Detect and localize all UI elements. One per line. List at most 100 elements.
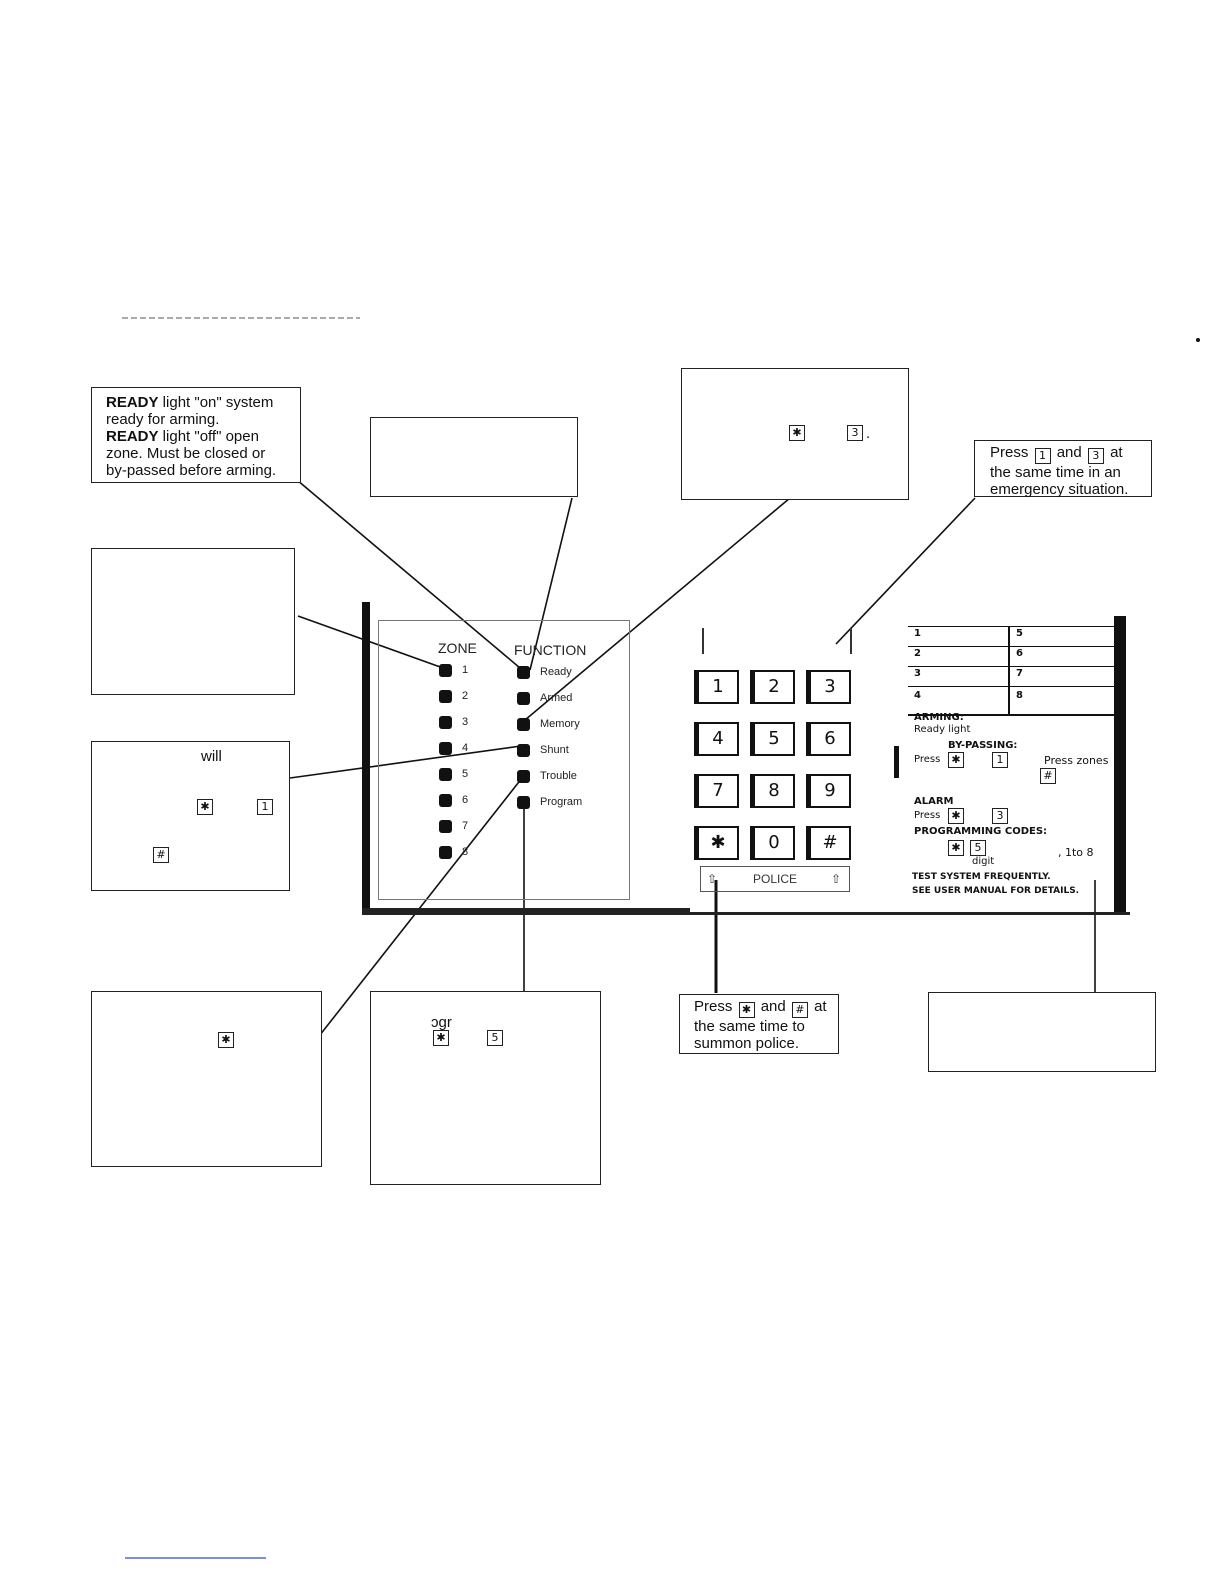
- card-grid-h3: [908, 666, 1114, 667]
- card-zone-5: 5: [1016, 628, 1023, 639]
- function-label-ready: Ready: [540, 666, 572, 678]
- zone-led-6: [439, 794, 452, 807]
- stray-dot: [1196, 338, 1200, 342]
- callout-armed: [370, 417, 578, 497]
- panel-left-edge: [362, 602, 370, 912]
- zone-led-3: [439, 716, 452, 729]
- card-star-key-2: ✱: [948, 808, 964, 824]
- emergency-one-key: 1: [1034, 448, 1051, 464]
- emergency-prefix: Press: [990, 444, 1029, 461]
- emergency-line-1: Press 1 and 3 at: [990, 444, 1151, 464]
- card-test: TEST SYSTEM FREQUENTLY.: [912, 872, 1051, 882]
- function-header: FUNCTION: [514, 642, 587, 658]
- callout-program: ɔgr ✱ 5: [370, 991, 601, 1185]
- card-star-key-1: ✱: [948, 752, 964, 768]
- panel-inner-frame: [378, 620, 630, 900]
- key-8[interactable]: 8: [750, 774, 795, 808]
- callout-shunt: will ✱ 1 #: [91, 741, 290, 891]
- zone-label-6: 6: [462, 794, 469, 806]
- program-star-key: ✱: [433, 1030, 449, 1046]
- zone-label-7: 7: [462, 820, 469, 832]
- function-label-memory: Memory: [540, 718, 580, 730]
- function-led-trouble: [517, 770, 530, 783]
- police-label: POLICE: [752, 872, 797, 886]
- card-grid-h1: [908, 626, 1114, 627]
- card-zone-4: 4: [914, 690, 921, 701]
- police-line-3: summon police.: [694, 1035, 800, 1052]
- ready-line-2: ready for arming.: [106, 411, 220, 428]
- ready-line-5: by-passed before arming.: [106, 462, 277, 479]
- card-grid-v: [1008, 626, 1010, 714]
- key-hash[interactable]: #: [806, 826, 851, 860]
- key-9[interactable]: 9: [806, 774, 851, 808]
- zone-led-8: [439, 846, 452, 859]
- card-press-2: Press: [914, 810, 941, 821]
- callout-ready: READY light "on" system ready for arming…: [91, 387, 301, 483]
- card-press-1: Press: [914, 754, 941, 765]
- shunt-star-key: ✱: [197, 799, 213, 815]
- police-suffix: at: [814, 998, 827, 1015]
- card-zone-2: 2: [914, 648, 921, 659]
- key-1[interactable]: 1: [694, 670, 739, 704]
- card-zone-1: 1: [914, 628, 921, 639]
- leader-shunt: [289, 745, 522, 779]
- leader-armed: [529, 497, 573, 671]
- callout-emergency: Press 1 and 3 at the same time in an eme…: [974, 440, 1152, 498]
- function-led-shunt: [517, 744, 530, 757]
- function-led-memory: [517, 718, 530, 731]
- police-line-1: Press ✱ and # at: [694, 998, 838, 1018]
- shunt-will: will: [201, 748, 222, 765]
- card-zone-8: 8: [1016, 690, 1023, 701]
- card-ready-light: Ready light: [914, 724, 971, 735]
- ready-line-1-bold: READY: [106, 394, 159, 411]
- card-grid-h5: [908, 714, 1114, 716]
- zone-led-4: [439, 742, 452, 755]
- key-0[interactable]: 0: [750, 826, 795, 860]
- card-zone-6: 6: [1016, 648, 1023, 659]
- card-hash-key: #: [1040, 768, 1056, 784]
- key-star[interactable]: ✱: [694, 826, 739, 860]
- function-label-armed: Armed: [540, 692, 573, 704]
- police-button[interactable]: ⇧ POLICE ⇧: [700, 866, 850, 892]
- card-press-zones: Press zones: [1044, 754, 1109, 767]
- key-4[interactable]: 4: [694, 722, 739, 756]
- callout-trouble: ✱: [91, 991, 322, 1167]
- zone-header: ZONE: [438, 640, 477, 656]
- ready-line-3: READY light "off" open: [106, 428, 300, 445]
- key-3[interactable]: 3: [806, 670, 851, 704]
- card-manual: SEE USER MANUAL FOR DETAILS.: [912, 886, 1080, 896]
- emergency-line-2: the same time in an: [990, 464, 1121, 481]
- police-prefix: Press: [694, 998, 733, 1015]
- key-5[interactable]: 5: [750, 722, 795, 756]
- keypad-base-rule: [362, 912, 1130, 915]
- card-three-key: 3: [992, 808, 1008, 824]
- callout-zone: [91, 548, 295, 695]
- function-led-program: [517, 796, 530, 809]
- leader-ready: [296, 479, 521, 669]
- card-one-key: 1: [992, 752, 1008, 768]
- key-2[interactable]: 2: [750, 670, 795, 704]
- zone-label-5: 5: [462, 768, 469, 780]
- card-programming: PROGRAMMING CODES:: [914, 826, 1048, 837]
- key-7[interactable]: 7: [694, 774, 739, 808]
- card-bypassing: BY-PASSING:: [948, 740, 1018, 751]
- ready-line-1: READY light "on" system: [106, 394, 300, 411]
- callout-police: Press ✱ and # at the same time to summon…: [679, 994, 839, 1054]
- card-zone-7: 7: [1016, 668, 1023, 679]
- keypad: 1 2 3 4 5 6 7 8 9 ✱ 0 # ⇧ POLICE ⇧: [692, 620, 862, 900]
- card-alarm: ALARM: [914, 796, 954, 807]
- ready-line-1-rest: light "on" system: [158, 394, 274, 411]
- card-grid-h4: [908, 686, 1114, 687]
- police-arrow-right-icon: ⇧: [830, 872, 841, 886]
- zone-led-7: [439, 820, 452, 833]
- ready-line-3-bold: READY: [106, 428, 159, 445]
- card-arming: ARMING:: [914, 712, 964, 723]
- emergency-three-key: 3: [1087, 448, 1104, 464]
- police-line-2: the same time to: [694, 1018, 805, 1035]
- police-and: and: [760, 998, 786, 1015]
- card-grid-h2: [908, 646, 1114, 647]
- program-five-key: 5: [487, 1030, 503, 1046]
- key-6[interactable]: 6: [806, 722, 851, 756]
- card-five-key: 5: [970, 840, 986, 856]
- card-zone-3: 3: [914, 668, 921, 679]
